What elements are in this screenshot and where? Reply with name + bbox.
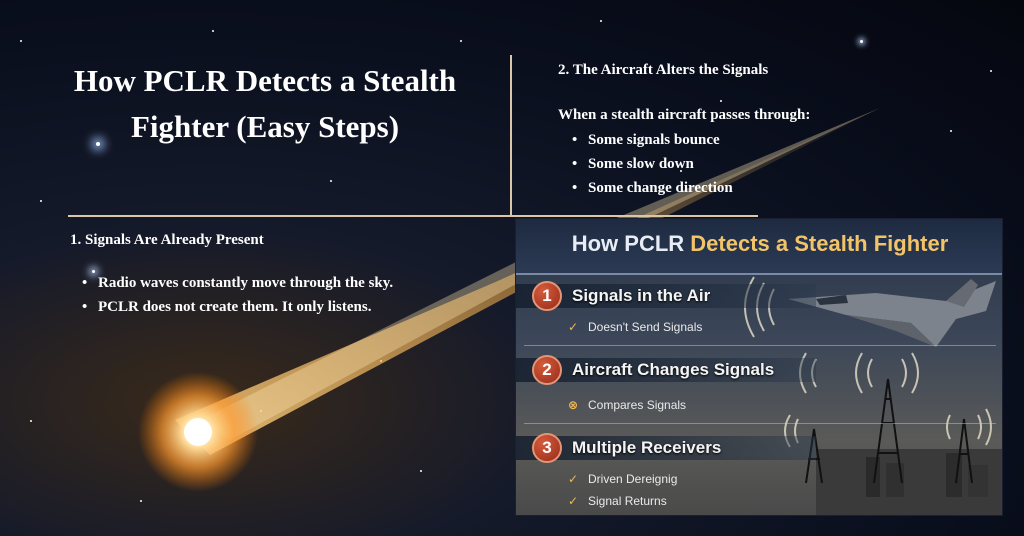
step2-section: 2. The Aircraft Alters the Signals When … [558,62,998,200]
step2-bullet-list: •Some signals bounce •Some slow down •So… [558,128,998,200]
bullet-dot: • [82,299,88,315]
check-icon: ✓ [568,494,579,508]
horizontal-divider [68,215,758,217]
step-number-badge: 2 [532,355,562,385]
page-title: How PCLR Detects a Stealth Fighter (Easy… [73,63,457,144]
list-item: •Some slow down [558,152,998,176]
tower-icon [805,378,973,484]
step1-bullet-list: •Radio waves constantly move through the… [70,271,500,319]
check-icon: ✓ [568,472,579,486]
step2-heading: 2. The Aircraft Alters the Signals [558,62,769,78]
infographic-step-label: Multiple Receivers [572,438,722,457]
infographic-sub-item: ⊗Compares Signals [568,398,687,412]
infographic-sub-item: ✓Driven Dereignig [568,472,678,486]
compare-icon: ⊗ [568,398,579,412]
infographic-title-bar: How PCLR Detects a Stealth Fighter [516,219,1002,275]
step1-heading: 1. Signals Are Already Present [70,232,264,248]
infographic-step-label: Aircraft Changes Signals [572,360,775,379]
check-icon: ✓ [568,320,579,334]
vertical-divider [510,55,512,215]
step1-section: 1. Signals Are Already Present •Radio wa… [70,232,500,319]
infographic-sub-item: ✓Doesn't Send Signals [568,320,703,334]
infographic-step-label: Signals in the Air [572,286,711,305]
bullet-dot: • [572,180,578,196]
list-item: •PCLR does not create them. It only list… [70,295,500,319]
infographic-title: How PCLR Detects a Stealth Fighter [571,231,949,256]
bullet-dot: • [82,275,88,291]
list-item: •Radio waves constantly move through the… [70,271,500,295]
infographic-sub-item: ✓Signal Returns [568,494,667,508]
step2-intro: When a stealth aircraft passes through: [558,107,811,123]
bullet-dot: • [572,132,578,148]
list-item: •Some change direction [558,176,998,200]
list-item: •Some signals bounce [558,128,998,152]
step-number-badge: 1 [532,281,562,311]
bullet-dot: • [572,156,578,172]
infographic-panel: How PCLR Detects a Stealth Fighter 1 Sig… [515,218,1003,516]
step-number-badge: 3 [532,433,562,463]
stealth-fighter-icon [788,279,996,347]
